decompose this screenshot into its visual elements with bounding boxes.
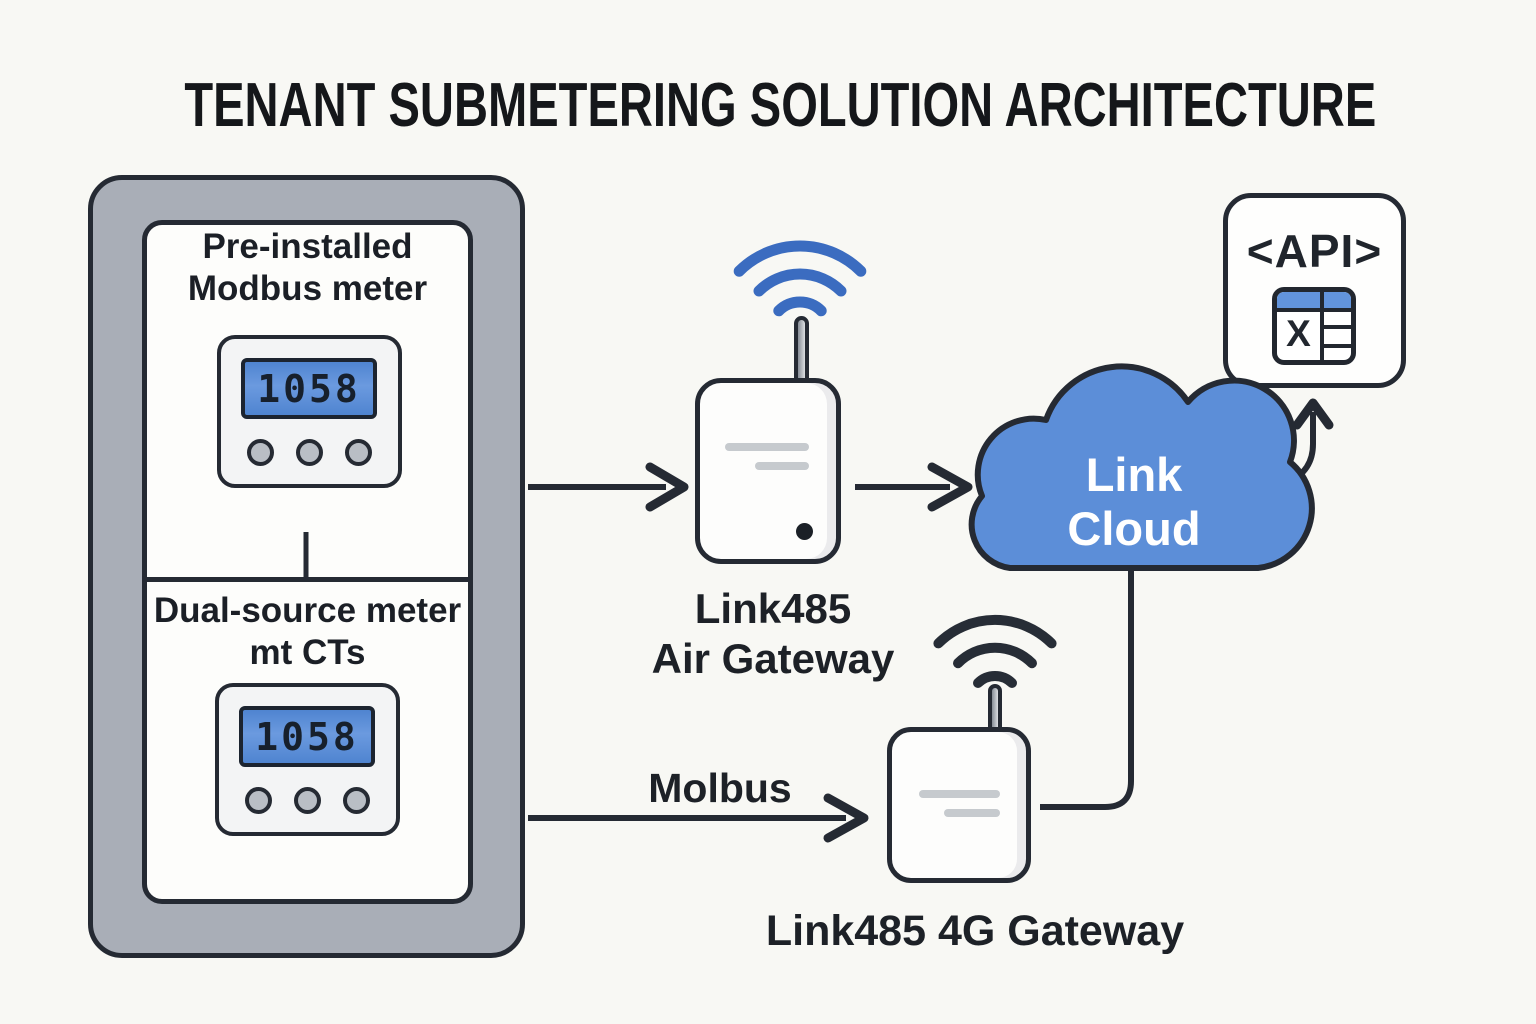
meter-button (294, 787, 321, 814)
arrow-meter-to-air-gateway (528, 462, 689, 512)
air-gateway-device (695, 378, 841, 564)
wifi-signal-icon-dark (933, 615, 1057, 688)
page-title: TENANT SUBMETERING SOLUTION ARCHITECTURE (184, 71, 1377, 140)
device-detail-bar (725, 443, 809, 451)
spreadsheet-row-line (1324, 325, 1351, 329)
spreadsheet-x-cell: X (1286, 313, 1311, 354)
device-detail-bar (944, 809, 1000, 817)
4g-gateway-label-line: Link485 4G Gateway (765, 907, 1185, 955)
spreadsheet-column-divider (1320, 292, 1324, 360)
panel-divider (142, 577, 473, 582)
meter-button (296, 439, 323, 466)
device-led-dot (796, 523, 813, 540)
meter-lcd-display: 1058 (241, 358, 377, 419)
device-detail-bar (919, 790, 1000, 798)
4g-gateway-label: Link485 4G Gateway (745, 906, 1205, 956)
meter-lcd-display: 1058 (239, 706, 375, 767)
bottom-meter-label-line2: mt CTs (249, 633, 366, 672)
electricity-meter-top: 1058 (217, 335, 402, 531)
cloud-label-line1: Link (1086, 448, 1183, 501)
air-gateway-antenna (794, 316, 809, 382)
air-gateway-label: Link485 Air Gateway (593, 584, 953, 684)
modbus-connection-label: Molbus (648, 765, 792, 811)
spreadsheet-header-row (1277, 292, 1351, 312)
air-gateway-label-line1: Link485 (694, 585, 852, 632)
meter-reading: 1058 (255, 714, 359, 759)
api-label: <API> (1246, 225, 1383, 277)
meter-button (247, 439, 274, 466)
cloud-shape (968, 363, 1315, 571)
meter-button (343, 787, 370, 814)
line-cloud-to-4g-gateway (1040, 560, 1134, 810)
arrow-air-gateway-to-cloud (855, 462, 973, 512)
top-meter-label: Pre-installed Modbus meter (142, 226, 473, 310)
meter-button (245, 787, 272, 814)
meter-buttons (221, 439, 398, 466)
top-meter-label-line1: Pre-installed (202, 227, 413, 266)
device-detail-bar (755, 462, 809, 470)
meter-button (345, 439, 372, 466)
4g-gateway-antenna (988, 684, 1002, 732)
air-gateway-label-line2: Air Gateway (651, 635, 895, 682)
bottom-meter-label: Dual-source meter mt CTs (142, 590, 473, 674)
cloud-label-line2: Cloud (1067, 502, 1200, 555)
api-box: <API> X (1223, 193, 1406, 388)
spreadsheet-icon: X (1272, 287, 1356, 365)
meter-buttons (219, 787, 396, 814)
meter-reading: 1058 (257, 366, 361, 411)
4g-gateway-device (887, 727, 1031, 883)
spreadsheet-row-line (1324, 344, 1351, 348)
wifi-signal-icon-blue (733, 240, 867, 317)
bottom-meter-label-line1: Dual-source meter (153, 591, 462, 630)
arrow-cloud-to-api (1286, 398, 1334, 486)
electricity-meter-bottom: 1058 (215, 683, 400, 879)
top-meter-label-line2: Modbus meter (187, 269, 428, 308)
